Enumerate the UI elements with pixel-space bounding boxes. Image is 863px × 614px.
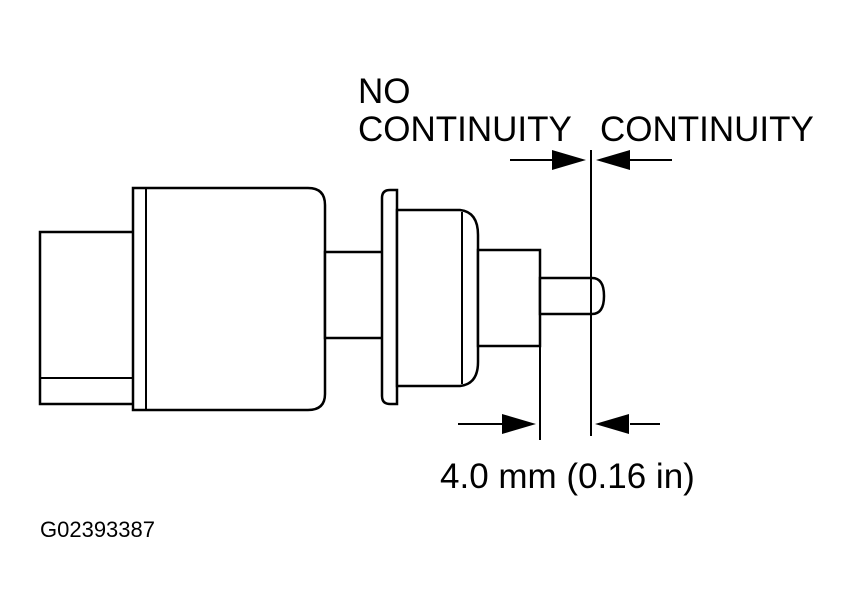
continuity-label: CONTINUITY [600, 110, 814, 149]
figure-code: G02393387 [40, 517, 155, 542]
upper-arrow-left [510, 150, 586, 170]
no-continuity-label-line1: NO [358, 72, 411, 111]
lower-arrow-right [595, 414, 660, 434]
front-body [395, 208, 480, 388]
lower-arrow-left [458, 414, 536, 434]
plunger-housing [476, 248, 542, 348]
mounting-flange [380, 188, 399, 406]
plunger [538, 276, 606, 316]
no-continuity-label-line2: CONTINUITY [358, 110, 572, 149]
dimension-label: 4.0 mm (0.16 in) [440, 457, 695, 496]
switch-body [38, 186, 606, 412]
main-housing [131, 186, 327, 412]
upper-arrow-right [596, 150, 672, 170]
neck-shaft [323, 250, 387, 340]
